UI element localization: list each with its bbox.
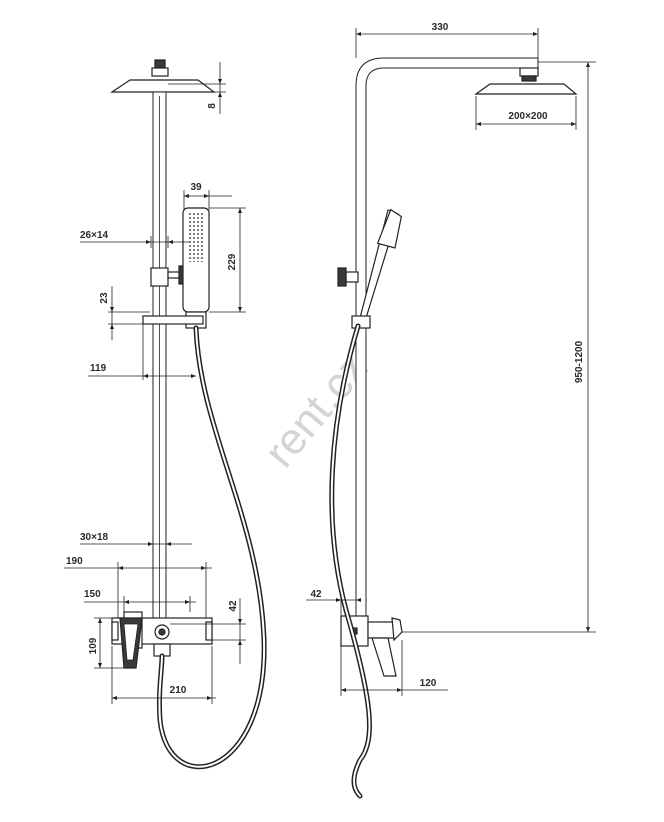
dim-mixer-height: 109 [88, 637, 99, 654]
dim-rail-section: 30×18 [80, 532, 109, 543]
dim-mixer-projection: 120 [420, 678, 437, 689]
side-hose [329, 323, 372, 799]
dimension-lines [64, 28, 596, 704]
dim-arm-reach: 330 [432, 22, 449, 33]
dim-wall-offset: 42 [310, 589, 322, 600]
front-hand-shower [182, 207, 210, 329]
front-shower-head [110, 59, 216, 93]
side-hand-shower [351, 208, 403, 329]
dimension-labels: 8 39 229 26×14 23 119 30×18 190 150 42 1… [66, 22, 585, 696]
front-hose [156, 325, 267, 770]
front-holder [142, 315, 204, 325]
side-view [329, 57, 578, 799]
dim-holder-projection: 119 [90, 363, 107, 374]
side-slider [337, 267, 359, 287]
dim-mixer-width: 210 [170, 685, 187, 696]
dim-height-range: 950-1200 [574, 340, 585, 383]
dim-slider-section: 26×14 [80, 230, 109, 241]
front-view [110, 59, 267, 770]
dim-handshower-width: 39 [190, 182, 202, 193]
dim-holder-height: 23 [99, 292, 110, 304]
front-mixer [111, 611, 213, 669]
dim-mixer-centers: 150 [84, 589, 101, 600]
dim-handshower-length: 229 [227, 253, 238, 270]
dim-mixer-overall: 190 [66, 556, 83, 567]
front-rail [152, 91, 167, 623]
side-shower-head [474, 67, 578, 95]
dim-head-thickness: 8 [207, 103, 218, 109]
dim-outlet-offset: 42 [228, 600, 239, 612]
dim-head-size: 200×200 [508, 111, 548, 122]
front-slider [150, 265, 185, 287]
side-column [355, 57, 539, 629]
